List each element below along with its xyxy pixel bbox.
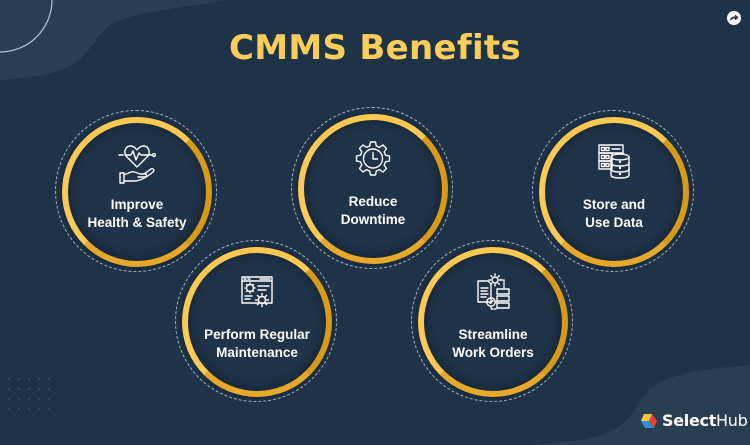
selecthub-cube-icon bbox=[641, 414, 657, 428]
server-database-icon bbox=[598, 144, 630, 179]
dashed-outline bbox=[291, 107, 453, 269]
gold-ring bbox=[298, 114, 448, 264]
benefit-health-safety: Improve Health & Safety bbox=[55, 110, 219, 274]
label-line-1: Store and bbox=[582, 197, 646, 212]
benefit-label: Perform Regular Maintenance bbox=[193, 326, 321, 362]
logo-bold-text: Select bbox=[662, 411, 717, 430]
dashed-outline bbox=[55, 110, 217, 272]
benefit-label: Streamline Work Orders bbox=[429, 326, 557, 362]
gold-ring bbox=[539, 117, 689, 267]
gold-ring bbox=[418, 247, 568, 397]
gold-ring bbox=[182, 247, 332, 397]
window-gears-icon bbox=[241, 276, 273, 308]
label-line-2: Maintenance bbox=[216, 345, 298, 360]
workflow-gear-icon bbox=[477, 273, 510, 310]
label-line-2: Use Data bbox=[585, 215, 643, 230]
share-icon bbox=[730, 14, 739, 21]
dashed-outline bbox=[532, 110, 694, 272]
label-line-1: Streamline bbox=[458, 327, 528, 342]
heart-hand-icon bbox=[118, 145, 157, 184]
benefit-data: Store and Use Data bbox=[532, 110, 696, 274]
gold-ring bbox=[62, 117, 212, 267]
label-line-2: Work Orders bbox=[452, 345, 534, 360]
gear-clock-icon bbox=[355, 141, 391, 176]
benefit-downtime: Reduce Downtime bbox=[291, 107, 455, 271]
logo-light-text: Hub bbox=[716, 411, 748, 430]
label-line-1: Improve bbox=[110, 197, 164, 212]
share-button[interactable] bbox=[727, 11, 741, 25]
dashed-outline bbox=[175, 240, 337, 402]
label-line-2: Downtime bbox=[340, 212, 406, 227]
benefit-maintenance: Perform Regular Maintenance bbox=[175, 240, 339, 404]
label-line-1: Perform Regular bbox=[204, 327, 310, 342]
label-line-1: Reduce bbox=[348, 194, 398, 209]
benefit-work-orders: Streamline Work Orders bbox=[411, 240, 575, 404]
dashed-outline bbox=[411, 240, 573, 402]
top-left-blob bbox=[0, 0, 230, 80]
dot-grid bbox=[7, 377, 51, 411]
logo-wordmark: SelectHub bbox=[662, 411, 748, 430]
page-title: CMMS Benefits bbox=[228, 28, 522, 68]
label-line-2: Health & Safety bbox=[87, 215, 187, 230]
bottom-right-blob bbox=[530, 365, 750, 445]
benefit-label: Improve Health & Safety bbox=[73, 196, 201, 232]
benefit-label: Reduce Downtime bbox=[309, 193, 437, 229]
benefit-label: Store and Use Data bbox=[550, 196, 678, 232]
